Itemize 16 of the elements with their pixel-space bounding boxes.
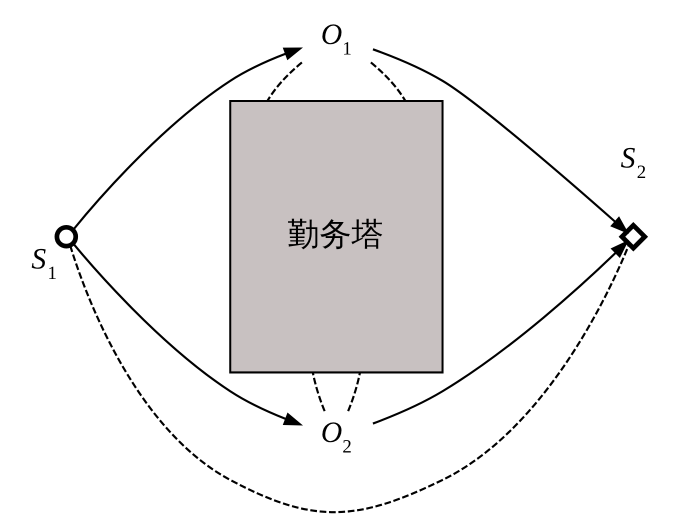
connector	[68, 244, 630, 514]
node-text: O$_{2}$	[320, 416, 352, 458]
node-label: S$_{2}$	[620, 142, 646, 184]
connector	[346, 372, 360, 412]
arrow	[372, 48, 628, 234]
arrow	[372, 240, 628, 425]
node-box: 勤务塔	[228, 100, 444, 374]
connector	[370, 62, 406, 102]
node-circle	[54, 224, 78, 248]
node-label: S$_{1}$	[30, 243, 56, 284]
connector	[266, 62, 302, 102]
node-diamond	[618, 222, 648, 252]
connector	[311, 372, 326, 412]
node-text: O$_{1}$	[320, 19, 352, 60]
arrow	[72, 242, 302, 426]
arrow	[72, 47, 302, 231]
